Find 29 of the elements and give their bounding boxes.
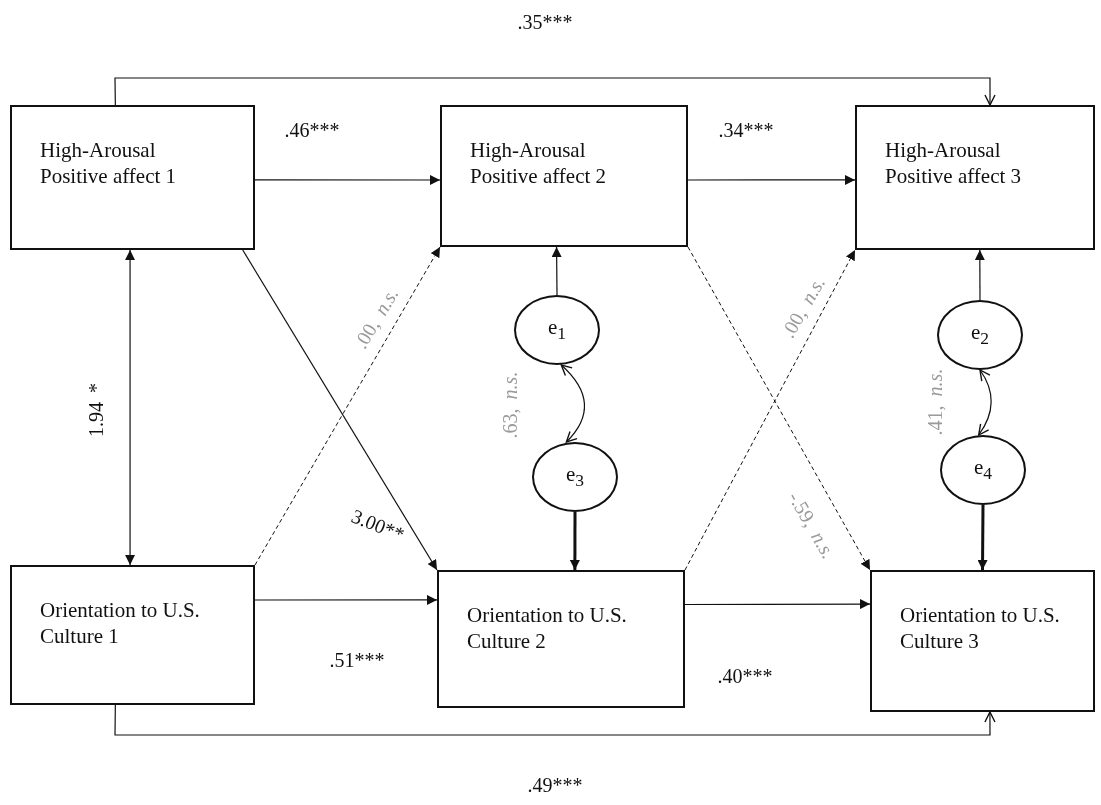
- variable-label: High-Arousal Positive affect 2: [470, 137, 608, 190]
- variable-box: [870, 570, 1095, 712]
- arrow: [114, 77, 996, 106]
- arrow: [684, 599, 871, 610]
- arrow: [569, 512, 580, 570]
- variable-label: Orientation to U.S. Culture 1: [40, 597, 201, 650]
- arrow: [254, 175, 441, 185]
- variable-label: Orientation to U.S. Culture 3: [900, 602, 1061, 655]
- arrow: [974, 249, 985, 301]
- variable-box: [437, 570, 685, 708]
- error-term-label: e$_{3}$: [565, 462, 585, 492]
- variable-label: High-Arousal Positive affect 1: [40, 137, 178, 190]
- curved-arrow: [560, 364, 585, 443]
- variable-box: [10, 105, 255, 250]
- error-term-label: e$_{4}$: [973, 455, 993, 485]
- variable-label: Orientation to U.S. Culture 2: [467, 602, 628, 655]
- arrow: [125, 249, 136, 566]
- arrow: [551, 246, 562, 296]
- arrow: [254, 594, 438, 605]
- variable-box: [10, 565, 255, 705]
- arrow: [977, 505, 988, 570]
- arrow: [114, 704, 996, 736]
- variable-label: High-Arousal Positive affect 3: [885, 137, 1023, 190]
- variable-box: [855, 105, 1095, 250]
- error-term-label: e$_{1}$: [547, 315, 567, 345]
- arrow: [687, 174, 856, 185]
- error-term-label: e$_{2}$: [970, 320, 990, 350]
- curved-arrow: [978, 369, 992, 436]
- variable-box: [440, 105, 688, 247]
